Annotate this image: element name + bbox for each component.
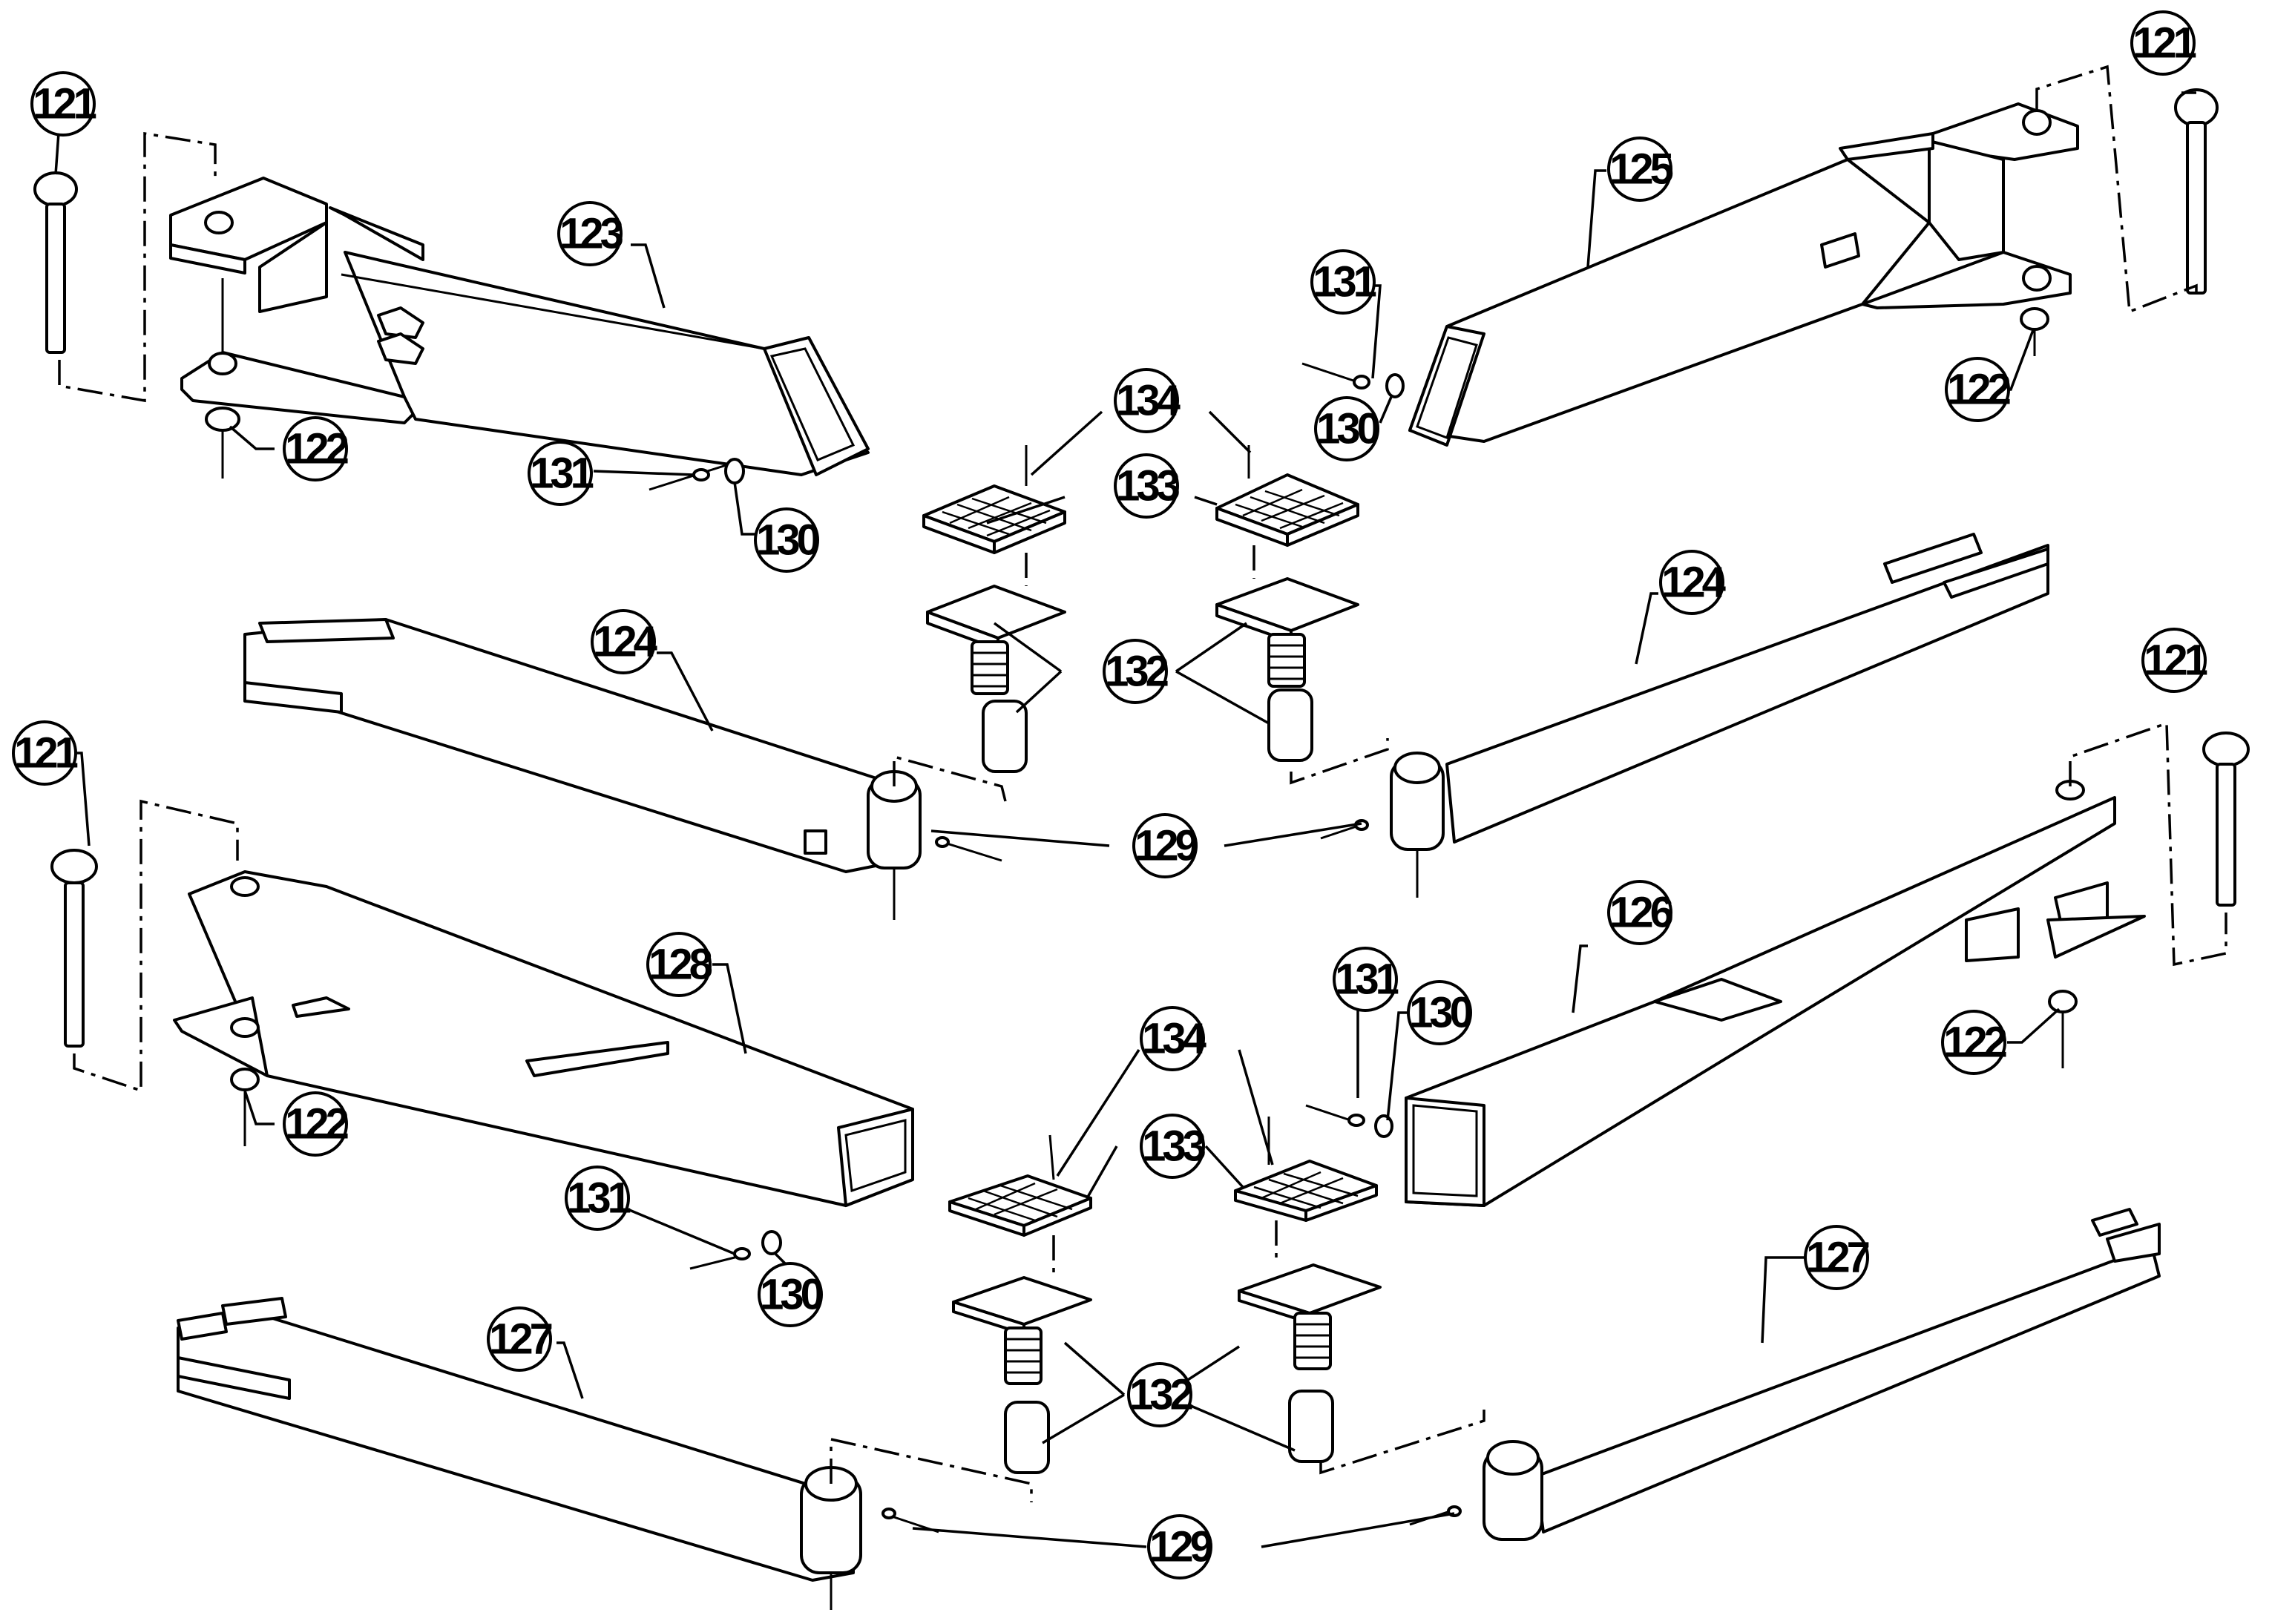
callout-121-mid-right: 121 bbox=[2141, 628, 2211, 693]
callout-130-lower-right: 130 bbox=[1407, 980, 1476, 1045]
callout-label: 121 bbox=[2144, 637, 2207, 685]
callout-label: 132 bbox=[1129, 1371, 1192, 1419]
callout-130-top-left: 130 bbox=[754, 507, 823, 573]
upper-pads bbox=[922, 445, 1359, 773]
callout-122-top-left: 122 bbox=[283, 416, 352, 481]
callout-label: 122 bbox=[1947, 366, 2010, 414]
callout-label: 130 bbox=[756, 516, 819, 565]
callout-label: 124 bbox=[593, 618, 657, 666]
callout-label: 124 bbox=[1661, 559, 1726, 607]
callout-label: 132 bbox=[1105, 648, 1168, 696]
callout-128: 128 bbox=[646, 932, 716, 997]
callout-label: 122 bbox=[285, 425, 348, 473]
callout-label: 129 bbox=[1135, 822, 1198, 870]
callout-134-lower: 134 bbox=[1140, 1006, 1210, 1071]
callout-132-lower: 132 bbox=[1127, 1362, 1196, 1427]
callout-131-lower-left: 131 bbox=[565, 1166, 634, 1231]
callout-label: 121 bbox=[2133, 19, 2196, 68]
callout-122-mid-left: 122 bbox=[283, 1091, 352, 1157]
arm-128 bbox=[50, 799, 914, 1270]
callout-label: 131 bbox=[567, 1174, 631, 1223]
callout-label: 127 bbox=[1806, 1234, 1869, 1282]
callout-124-left: 124 bbox=[591, 609, 661, 674]
callout-label: 126 bbox=[1609, 889, 1673, 937]
callout-121-mid-left: 121 bbox=[12, 720, 82, 786]
callout-label: 121 bbox=[14, 729, 78, 778]
callout-122-top-right: 122 bbox=[1945, 357, 2014, 422]
callout-label: 122 bbox=[1943, 1019, 2006, 1067]
callout-label: 125 bbox=[1609, 145, 1673, 194]
callout-121-top-right: 121 bbox=[2130, 10, 2200, 76]
arm-123 bbox=[33, 131, 870, 491]
callout-121-top-left: 121 bbox=[30, 71, 100, 137]
callout-131-lower-right: 131 bbox=[1333, 947, 1402, 1012]
callout-label: 123 bbox=[559, 210, 623, 258]
callout-126: 126 bbox=[1607, 880, 1677, 945]
callout-133-lower: 133 bbox=[1140, 1114, 1209, 1179]
callout-133-upper: 133 bbox=[1114, 453, 1183, 519]
callout-label: 131 bbox=[530, 450, 594, 498]
callout-label: 130 bbox=[760, 1271, 823, 1319]
callout-129-upper: 129 bbox=[1132, 813, 1202, 878]
callout-label: 131 bbox=[1313, 258, 1376, 306]
callout-131-top-left: 131 bbox=[528, 441, 597, 506]
callout-label: 130 bbox=[1409, 989, 1472, 1037]
callout-127-left: 127 bbox=[487, 1306, 556, 1372]
callout-label: 131 bbox=[1335, 956, 1399, 1004]
callout-label: 121 bbox=[33, 80, 96, 128]
callout-124-right: 124 bbox=[1659, 550, 1730, 615]
arm-125 bbox=[1301, 65, 2219, 447]
inner-arms-124-upper bbox=[243, 533, 2049, 920]
callout-label: 134 bbox=[1116, 377, 1181, 425]
callout-129-lower: 129 bbox=[1147, 1514, 1217, 1579]
callout-label: 127 bbox=[489, 1315, 552, 1364]
callout-134-upper: 134 bbox=[1114, 368, 1184, 433]
callout-label: 134 bbox=[1142, 1015, 1206, 1063]
callout-label: 133 bbox=[1116, 462, 1180, 510]
callout-130-lower-left: 130 bbox=[758, 1262, 827, 1327]
callout-125: 125 bbox=[1607, 137, 1677, 202]
arm-126 bbox=[1305, 721, 2250, 1207]
callout-label: 128 bbox=[649, 941, 712, 989]
callout-127-right: 127 bbox=[1804, 1225, 1873, 1290]
callout-label: 129 bbox=[1149, 1523, 1213, 1571]
callout-131-top-right: 131 bbox=[1310, 249, 1380, 315]
callout-132-upper: 132 bbox=[1103, 639, 1172, 704]
callout-122-mid-right: 122 bbox=[1941, 1010, 2010, 1075]
callout-label: 130 bbox=[1316, 405, 1379, 453]
callout-label: 122 bbox=[285, 1100, 348, 1148]
lower-pads bbox=[948, 1117, 1382, 1474]
inner-arms-127-lower bbox=[177, 1208, 2161, 1610]
callout-130-top-right: 130 bbox=[1314, 396, 1383, 461]
callout-label: 133 bbox=[1142, 1122, 1206, 1171]
callout-123: 123 bbox=[557, 201, 627, 266]
